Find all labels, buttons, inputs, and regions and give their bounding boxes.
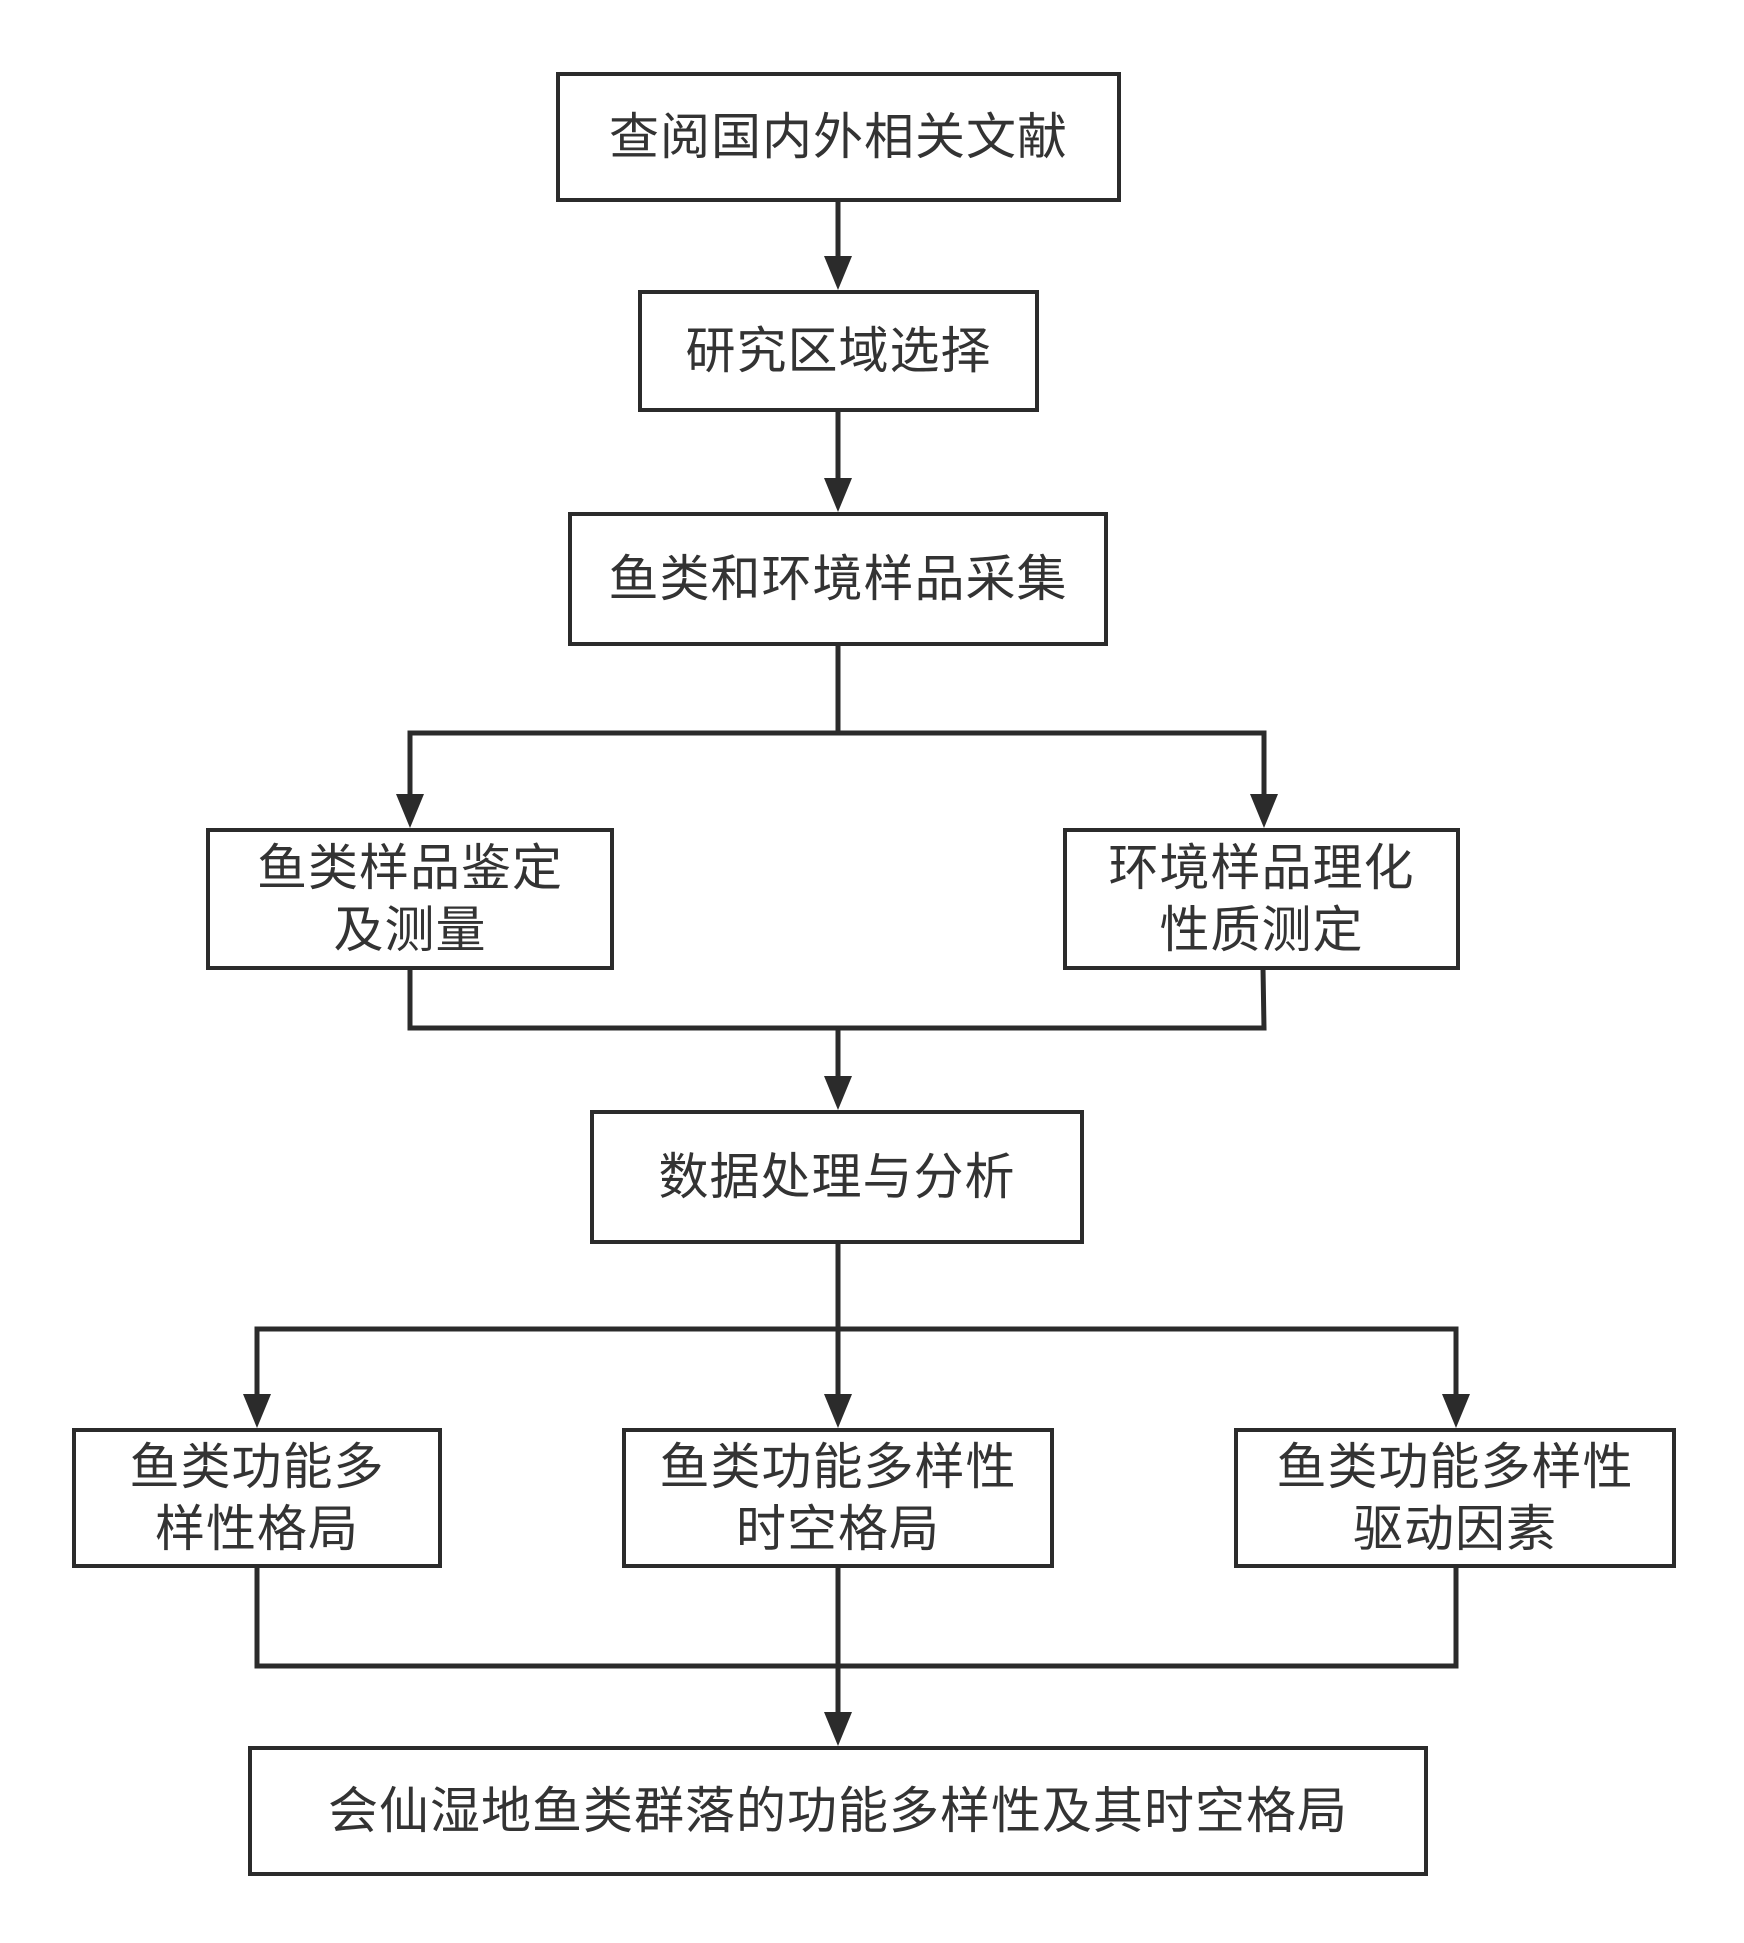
env-analysis-node: 环境样品理化 性质测定 bbox=[1063, 828, 1460, 970]
fish-identification-node: 鱼类样品鉴定 及测量 bbox=[206, 828, 614, 970]
arrowhead-data bbox=[824, 1076, 852, 1110]
arrow-data-split-h bbox=[254, 1326, 1459, 1396]
arrow-merge-to-data bbox=[407, 967, 1267, 1031]
arrowhead-fd-pattern bbox=[243, 1394, 271, 1428]
conclusion-node: 会仙湿地鱼类群落的功能多样性及其时空格局 bbox=[248, 1746, 1428, 1876]
sample-collection-label: 鱼类和环境样品采集 bbox=[608, 550, 1068, 608]
fd-pattern-label: 鱼类功能多 样性格局 bbox=[129, 1438, 385, 1558]
sample-collection-node: 鱼类和环境样品采集 bbox=[568, 512, 1108, 646]
arrowhead-fish-id bbox=[396, 794, 424, 828]
literature-review-node: 查阅国内外相关文献 bbox=[556, 72, 1121, 202]
arrowhead-fd-drivers bbox=[1442, 1394, 1470, 1428]
arrow-merge-to-conclusion bbox=[254, 1567, 1459, 1669]
arrow-collection-split-right bbox=[838, 730, 1267, 796]
literature-review-label: 查阅国内外相关文献 bbox=[609, 108, 1068, 166]
fd-drivers-label: 鱼类功能多样性 驱动因素 bbox=[1276, 1438, 1634, 1558]
env-analysis-label: 环境样品理化 性质测定 bbox=[1108, 839, 1415, 959]
data-processing-node: 数据处理与分析 bbox=[590, 1110, 1084, 1244]
arrowhead-fd-spatiotemporal bbox=[824, 1394, 852, 1428]
arrowhead-area bbox=[824, 256, 852, 290]
fd-drivers-node: 鱼类功能多样性 驱动因素 bbox=[1234, 1428, 1676, 1568]
data-processing-label: 数据处理与分析 bbox=[658, 1148, 1016, 1206]
conclusion-label: 会仙湿地鱼类群落的功能多样性及其时空格局 bbox=[328, 1782, 1348, 1840]
fd-spatiotemporal-node: 鱼类功能多样性 时空格局 bbox=[622, 1428, 1054, 1568]
fish-identification-label: 鱼类样品鉴定 及测量 bbox=[257, 839, 563, 959]
study-area-selection-label: 研究区域选择 bbox=[685, 322, 992, 380]
fd-pattern-node: 鱼类功能多 样性格局 bbox=[72, 1428, 442, 1568]
arrowhead-env bbox=[1250, 794, 1278, 828]
arrow-collection-split bbox=[407, 645, 841, 796]
arrowhead-conclusion bbox=[824, 1712, 852, 1746]
arrowhead-collection bbox=[824, 478, 852, 512]
fd-spatiotemporal-label: 鱼类功能多样性 时空格局 bbox=[659, 1438, 1017, 1558]
study-area-selection-node: 研究区域选择 bbox=[638, 290, 1039, 412]
